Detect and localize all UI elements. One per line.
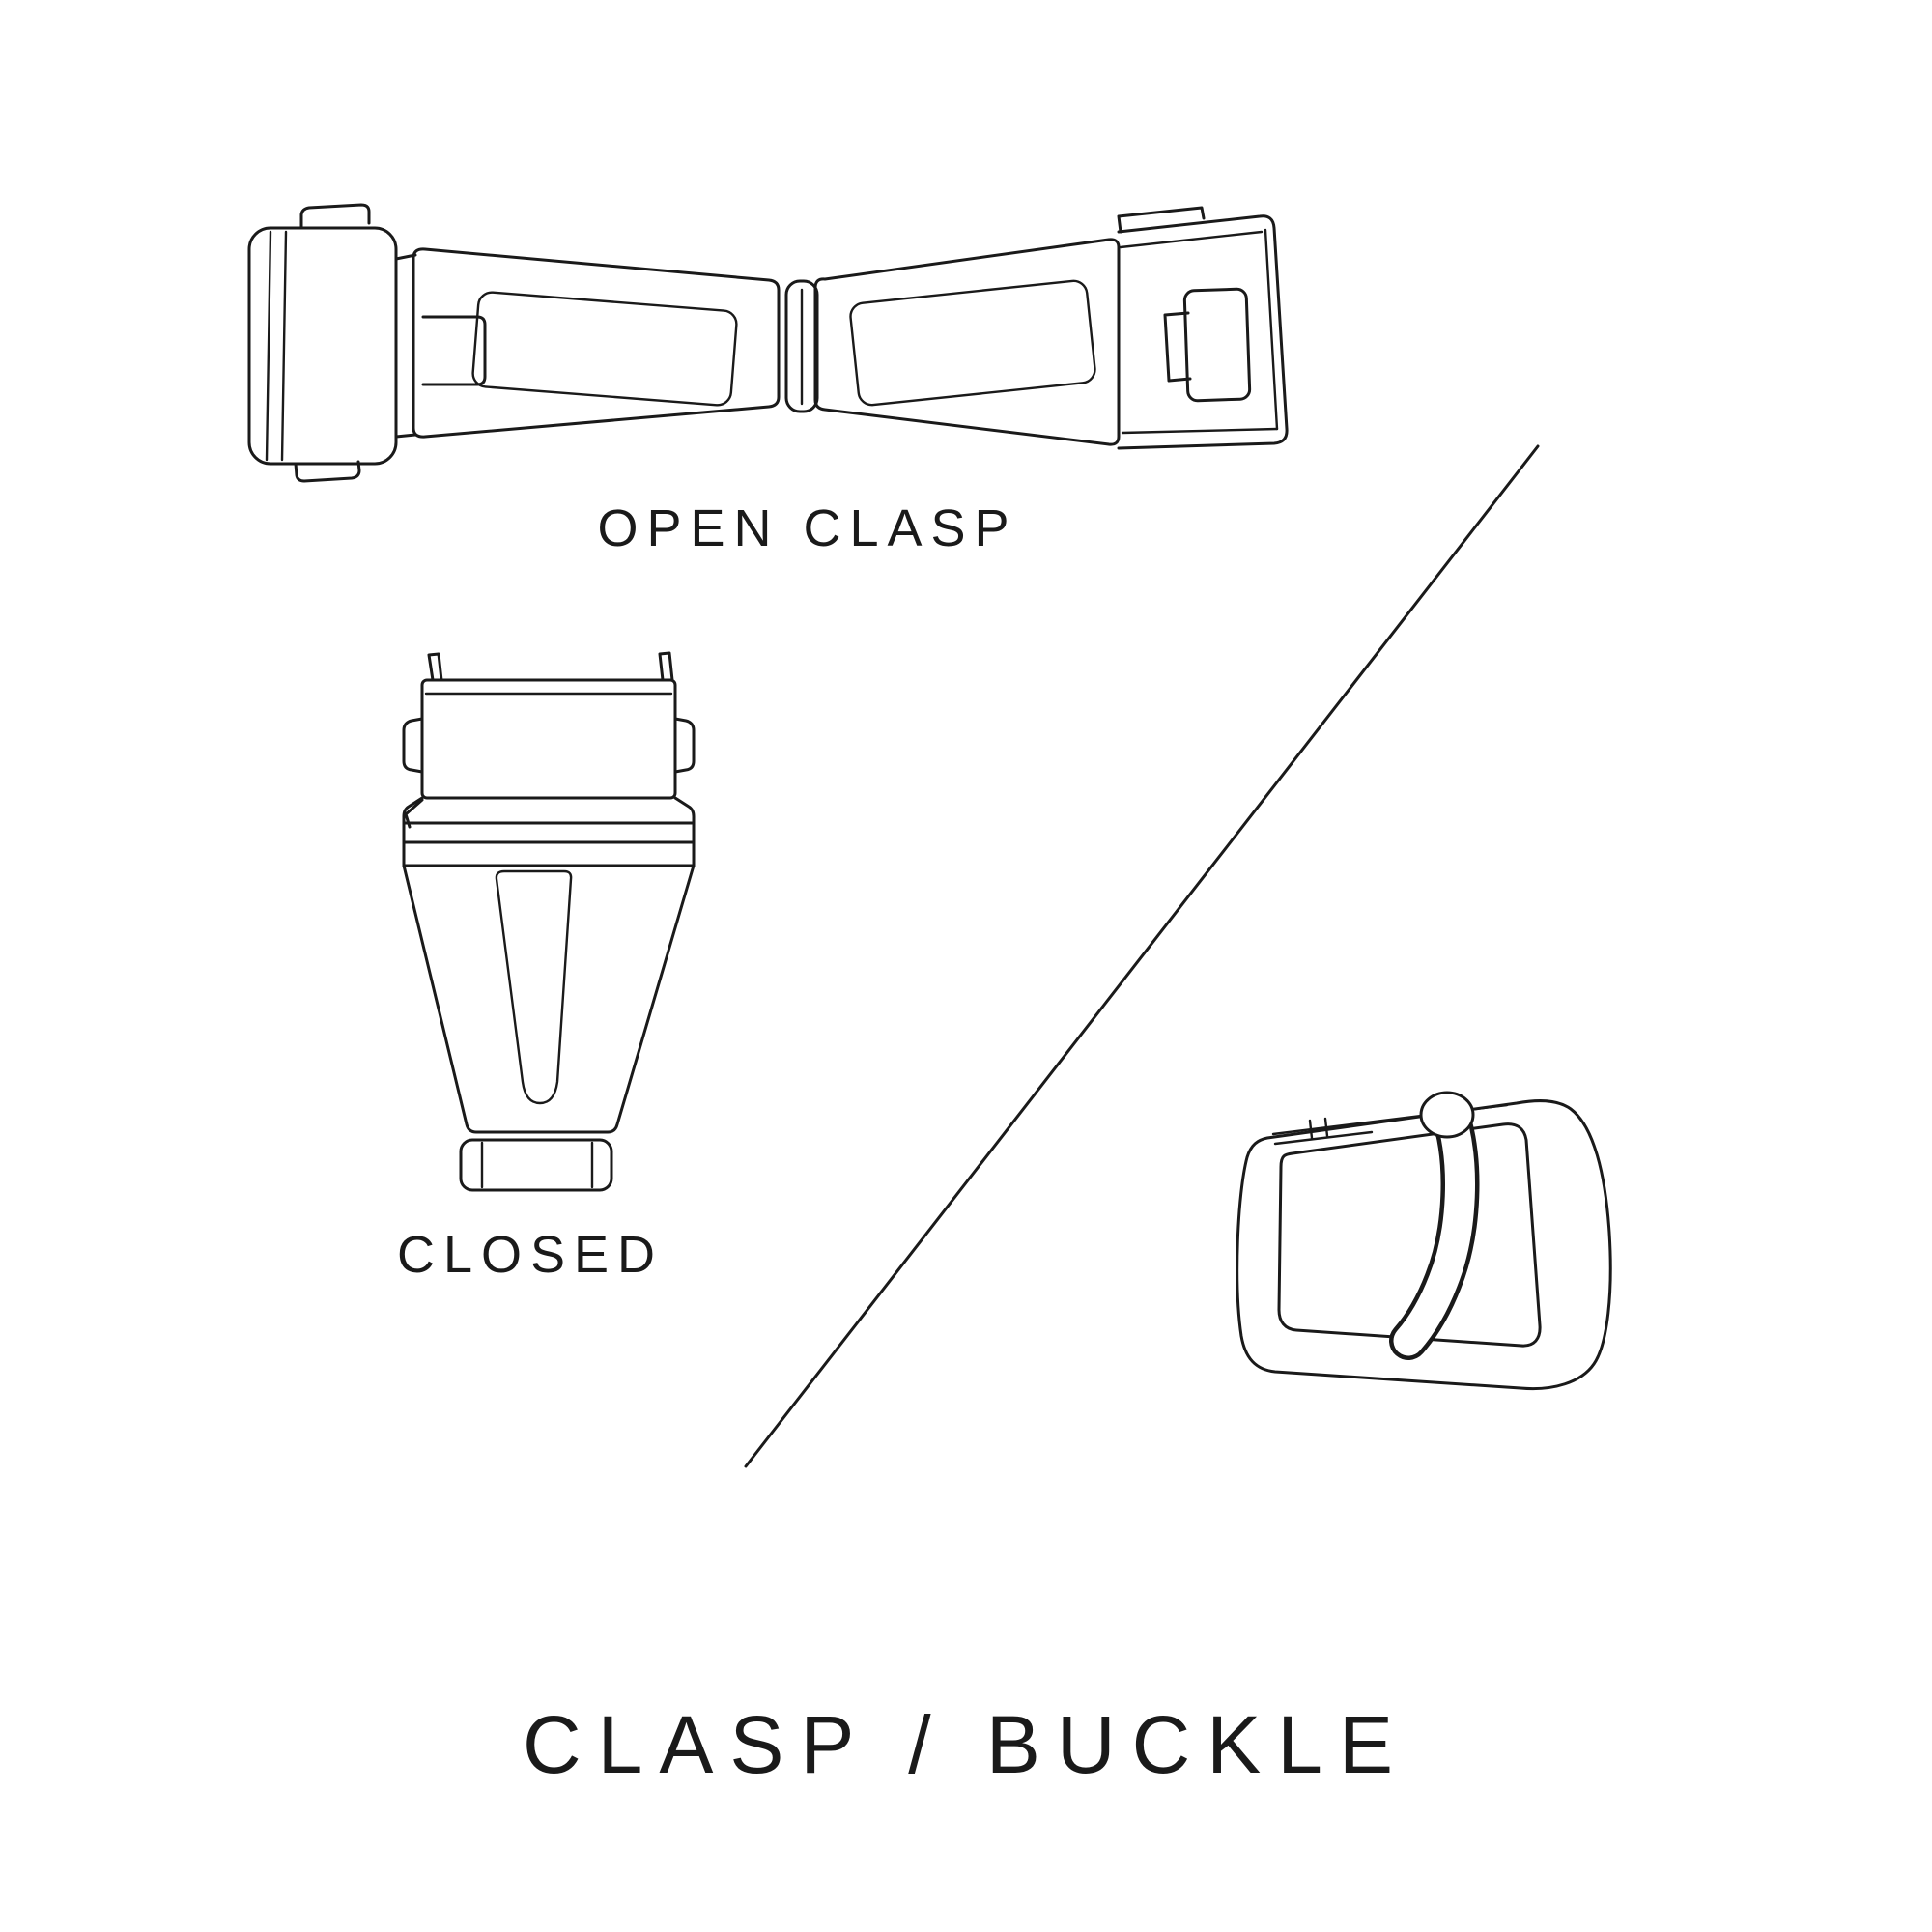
open-clasp-label: OPEN CLASP	[597, 499, 1018, 557]
closed-clasp-label: CLOSED	[396, 1226, 665, 1284]
open-clasp-illustration	[247, 203, 1289, 483]
page-title: CLASP / BUCKLE	[522, 1699, 1410, 1790]
diagonal-divider-line	[744, 444, 1540, 1468]
closed-clasp-illustration	[402, 651, 696, 1192]
tang-buckle-illustration	[1236, 1091, 1612, 1391]
